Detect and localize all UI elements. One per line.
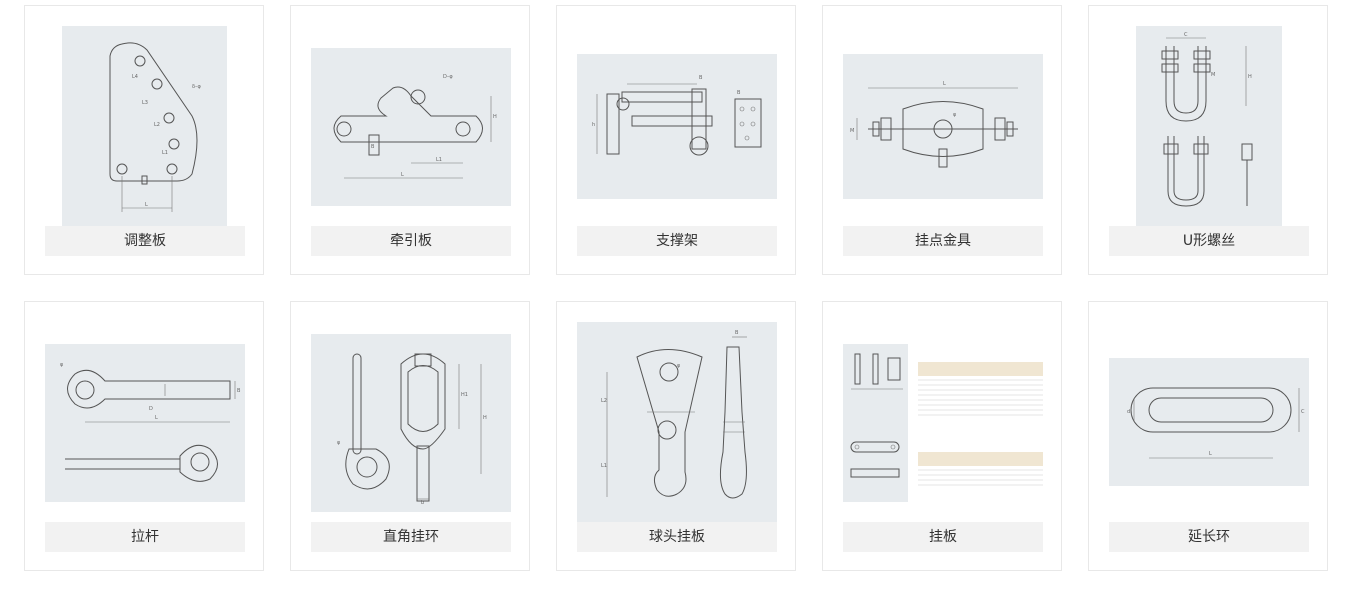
svg-text:L1: L1	[601, 463, 607, 469]
product-caption[interactable]: 调整板	[45, 226, 245, 256]
product-caption[interactable]: 球头挂板	[577, 522, 777, 552]
product-caption[interactable]: 拉杆	[45, 522, 245, 552]
svg-text:B: B	[699, 75, 703, 81]
svg-text:L4: L4	[132, 74, 138, 80]
traction-plate-drawing: L L1 H D–φ B	[333, 74, 497, 179]
product-card-support-frame[interactable]: B B h 支撑架	[556, 5, 796, 275]
product-caption[interactable]: 延长环	[1109, 522, 1309, 552]
ball-head-plate-drawing: L2 L1 B φ	[601, 330, 747, 499]
svg-text:D–φ: D–φ	[443, 74, 453, 80]
product-card-hanging-point-fitting[interactable]: L φ M 挂点金具	[822, 5, 1062, 275]
product-image[interactable]: C H M	[1136, 26, 1282, 226]
svg-text:L2: L2	[154, 122, 160, 128]
product-card-u-bolt[interactable]: C H M U形螺丝	[1088, 5, 1328, 275]
svg-text:L1: L1	[436, 157, 442, 163]
svg-text:L: L	[401, 172, 404, 178]
product-image[interactable]: L φ M	[843, 54, 1043, 199]
svg-text:M: M	[850, 128, 854, 134]
tie-rod-drawing: L B D φ	[60, 362, 241, 482]
svg-text:δ–φ: δ–φ	[192, 84, 202, 90]
svg-text:L: L	[943, 81, 946, 87]
adjusting-plate-drawing: L L4 L3 L2 L1 δ–φ	[109, 42, 202, 212]
svg-text:φ: φ	[677, 363, 681, 369]
product-caption[interactable]: 挂点金具	[843, 226, 1043, 256]
product-image[interactable]: L d C	[1109, 358, 1309, 486]
product-card-ball-head-hanging-plate[interactable]: L2 L1 B φ 球头挂板	[556, 301, 796, 571]
svg-text:d: d	[1127, 409, 1130, 415]
product-image[interactable]: L B D φ	[45, 344, 245, 502]
svg-text:B: B	[371, 144, 375, 150]
product-caption[interactable]: U形螺丝	[1109, 226, 1309, 256]
svg-text:C: C	[1184, 32, 1188, 38]
product-card-tie-rod[interactable]: L B D φ 拉杆	[24, 301, 264, 571]
product-image[interactable]: H1 H b φ	[311, 334, 511, 512]
svg-text:h: h	[592, 122, 595, 128]
product-card-right-angle-hanging-ring[interactable]: H1 H b φ 直角挂环	[290, 301, 530, 571]
right-angle-ring-drawing: H1 H b φ	[337, 353, 487, 506]
product-image[interactable]: L L4 L3 L2 L1 δ–φ	[62, 26, 227, 226]
product-caption[interactable]: 直角挂环	[311, 522, 511, 552]
hanging-plate-drawing	[850, 353, 903, 478]
product-caption[interactable]: 挂板	[843, 522, 1043, 552]
svg-text:L3: L3	[142, 100, 148, 106]
product-card-extension-ring[interactable]: L d C 延长环	[1088, 301, 1328, 571]
svg-text:φ: φ	[60, 362, 64, 368]
svg-text:M: M	[1211, 72, 1215, 78]
svg-text:φ: φ	[337, 440, 341, 446]
svg-text:b: b	[421, 500, 424, 506]
svg-text:H: H	[483, 415, 487, 421]
svg-text:B: B	[737, 90, 741, 96]
support-frame-drawing: B B h	[592, 75, 762, 156]
product-image[interactable]: L2 L1 B φ	[577, 322, 777, 522]
svg-text:B: B	[237, 388, 241, 394]
extension-ring-drawing: L d C	[1127, 387, 1305, 459]
svg-text:D: D	[149, 406, 153, 412]
svg-text:H1: H1	[461, 392, 468, 398]
product-caption[interactable]: 牵引板	[311, 226, 511, 256]
product-image[interactable]: B B h	[577, 54, 777, 199]
product-image[interactable]: L L1 H D–φ B	[311, 48, 511, 206]
svg-text:L: L	[1209, 451, 1212, 457]
svg-text:L: L	[155, 415, 158, 421]
product-card-adjusting-plate[interactable]: L L4 L3 L2 L1 δ–φ 调整板	[24, 5, 264, 275]
u-bolt-drawing: C H M	[1161, 32, 1253, 207]
product-image[interactable]	[843, 344, 908, 502]
product-card-hanging-plate[interactable]: 挂板	[822, 301, 1062, 571]
product-card-traction-plate[interactable]: L L1 H D–φ B 牵引板	[290, 5, 530, 275]
product-caption[interactable]: 支撑架	[577, 226, 777, 256]
svg-text:L: L	[145, 202, 148, 208]
svg-text:C: C	[1301, 409, 1305, 415]
spec-table-drawing	[918, 362, 1043, 486]
svg-text:L1: L1	[162, 150, 168, 156]
svg-text:L2: L2	[601, 398, 607, 404]
hanging-point-drawing: L φ M	[850, 81, 1018, 168]
svg-text:H: H	[493, 114, 497, 120]
spec-table-image[interactable]	[918, 352, 1043, 502]
svg-text:φ: φ	[953, 112, 957, 118]
svg-text:H: H	[1248, 74, 1252, 80]
svg-text:B: B	[735, 330, 739, 336]
